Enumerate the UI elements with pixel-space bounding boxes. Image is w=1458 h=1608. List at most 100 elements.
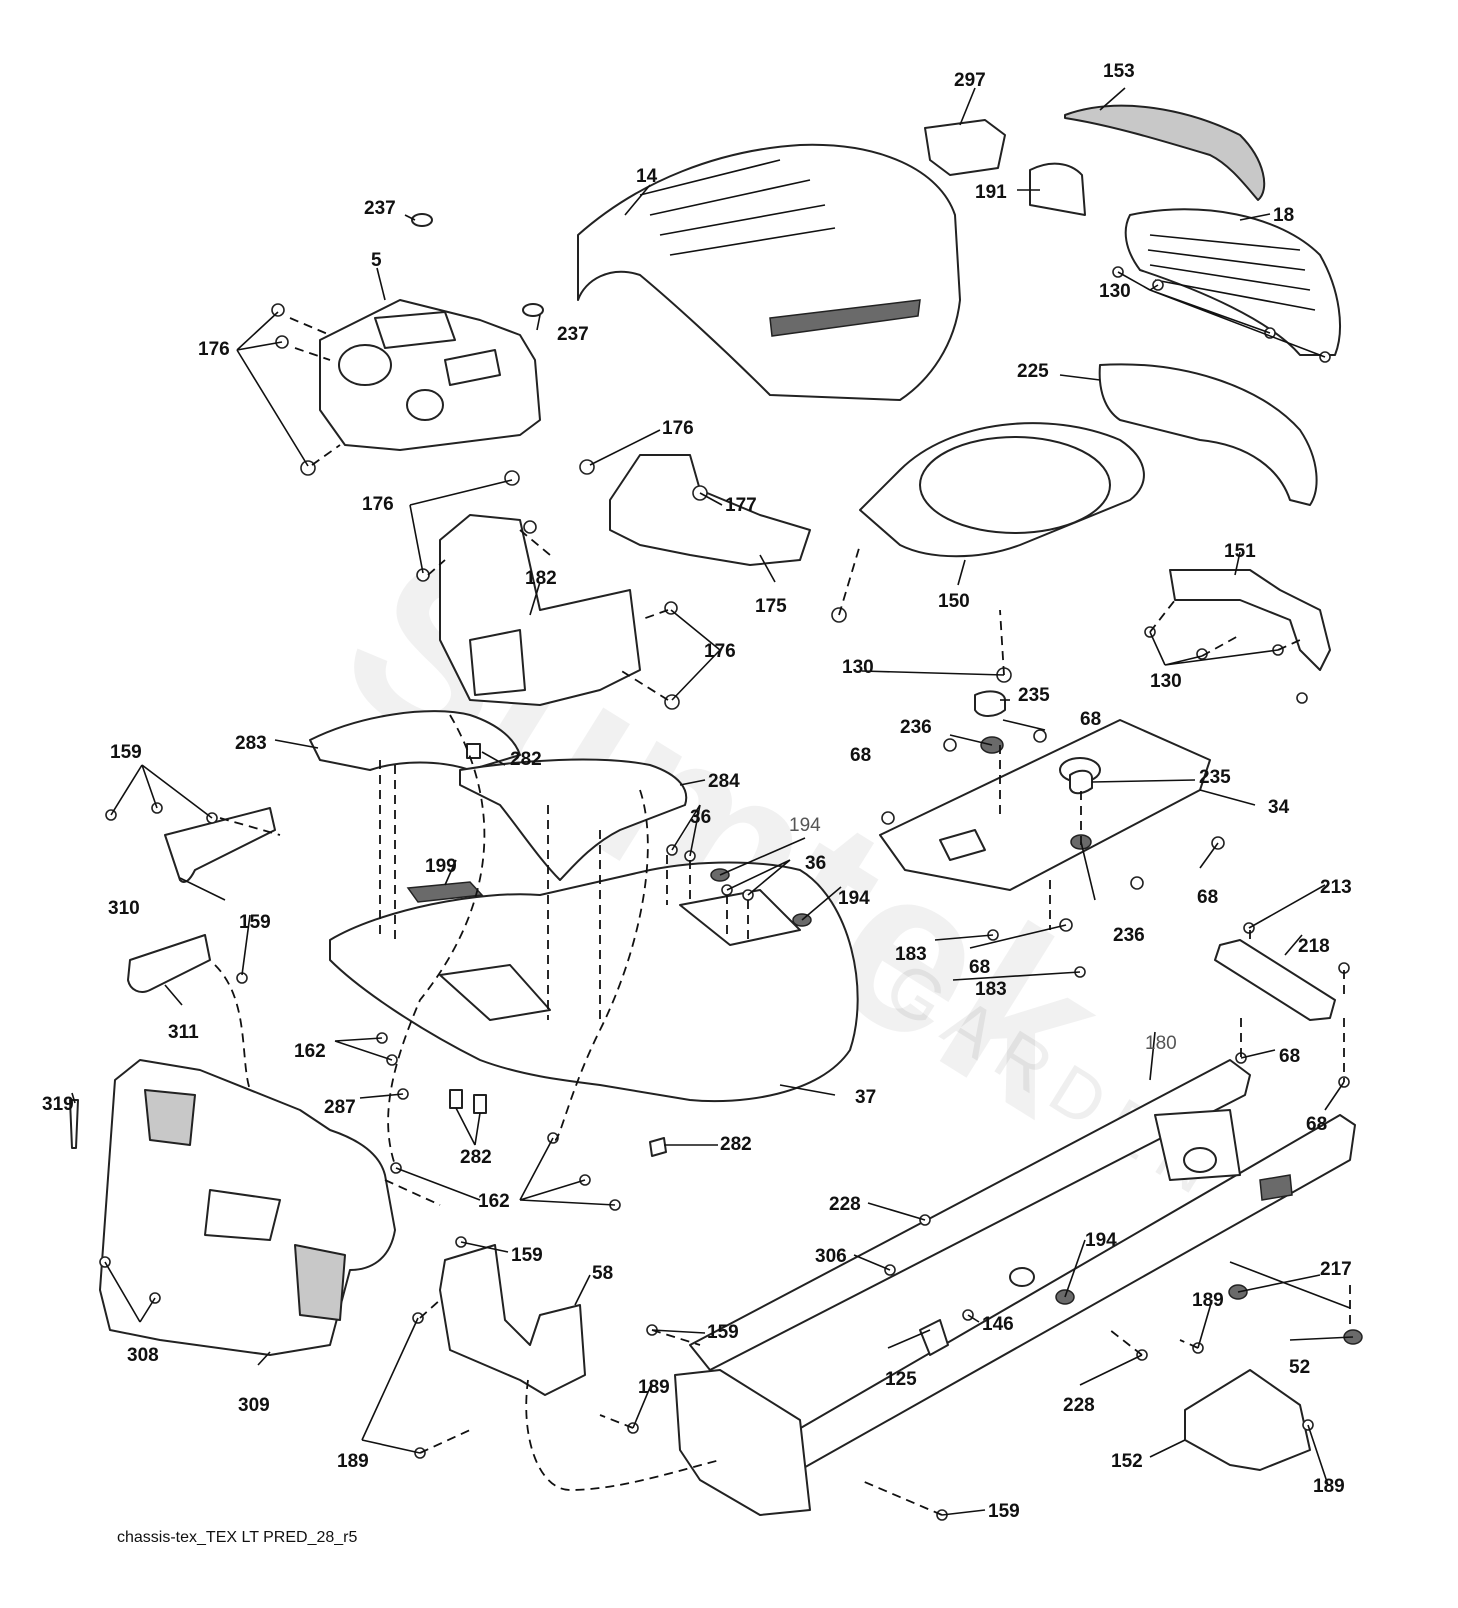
callout-label: 319 (42, 1094, 74, 1115)
callout-label: 150 (938, 591, 970, 612)
callout-label: 213 (1320, 877, 1352, 898)
callout-label: 194 (789, 815, 821, 836)
callout-label: 284 (708, 771, 740, 792)
callout-label: 176 (704, 641, 736, 662)
plate-34-part (879, 719, 1211, 891)
grommet-237b-part (522, 303, 544, 317)
lower-dash-182-part (439, 514, 641, 706)
callout-label: 236 (1113, 925, 1145, 946)
callout-label: 228 (1063, 1395, 1095, 1416)
nut-194c-part (1009, 1267, 1035, 1287)
callout-label: 130 (1150, 671, 1182, 692)
callout-label: 159 (511, 1245, 543, 1266)
part-199 (406, 881, 484, 903)
diagram-caption: chassis-tex_TEX LT PRED_28_r5 (117, 1529, 358, 1546)
block-191-part (1029, 162, 1086, 216)
callout-label: 34 (1268, 797, 1290, 818)
callout-label: 183 (975, 979, 1007, 1000)
trim-153-part (1064, 104, 1266, 201)
callout-label: 308 (127, 1345, 159, 1366)
callout-label: 235 (1018, 685, 1050, 706)
callout-label: 282 (720, 1134, 752, 1155)
callout-label: 283 (235, 733, 267, 754)
callout-label: 162 (478, 1191, 510, 1212)
bracket-125-part (919, 1319, 949, 1356)
callout-label: 282 (510, 749, 542, 770)
callout-label: 310 (108, 898, 140, 919)
callout-label: 52 (1289, 1357, 1310, 1378)
pan-150-part (859, 422, 1145, 558)
callout-label: 182 (525, 568, 557, 589)
dash-panel-5-part (319, 299, 541, 451)
callout-label: 282 (460, 1147, 492, 1168)
callout-label: 228 (829, 1194, 861, 1215)
grommet-237a-part (411, 213, 433, 227)
clip-282c-part (473, 1094, 487, 1114)
bracket-218-part (1214, 939, 1336, 1021)
callout-label: 237 (557, 324, 589, 345)
callout-label: 237 (364, 198, 396, 219)
block-297-part (924, 119, 1006, 176)
callout-label: 153 (1103, 61, 1135, 82)
bracket-175-part (609, 454, 811, 566)
callout-label: 189 (337, 1451, 369, 1472)
bracket-58-part (439, 1244, 586, 1396)
rod-217-part (1229, 1261, 1351, 1309)
callout-label: 189 (638, 1377, 670, 1398)
leader-lines (71, 87, 1354, 1516)
callout-label: 14 (636, 166, 658, 187)
callout-label: 236 (900, 717, 932, 738)
bracket-151-part (1169, 569, 1331, 671)
callout-label: 159 (110, 742, 142, 763)
callout-label: 151 (1224, 541, 1256, 562)
clip-282d-part (649, 1137, 667, 1157)
callout-label: 183 (895, 944, 927, 965)
callout-labels: 297 153 14 191 237 18 5 237 130 176 225 … (42, 61, 1352, 1522)
callout-label: 68 (1080, 709, 1101, 730)
callout-label: 175 (755, 596, 787, 617)
callout-label: 159 (707, 1322, 739, 1343)
part-shapes (69, 104, 1363, 1516)
grille-18-part (1124, 208, 1341, 356)
callout-label: 194 (1085, 1230, 1117, 1251)
part-319 (69, 1099, 79, 1149)
cover-284-part (459, 758, 688, 881)
frame-309-part (99, 1059, 396, 1356)
callout-label: 68 (850, 745, 871, 766)
callout-label: 36 (805, 853, 826, 874)
callout-label: 194 (838, 888, 870, 909)
callout-label: 125 (885, 1369, 917, 1390)
callout-label: 176 (198, 339, 230, 360)
callout-label: 189 (1313, 1476, 1345, 1497)
clip-282a-part (466, 743, 481, 759)
callout-label: 218 (1298, 936, 1330, 957)
callout-label: 146 (982, 1314, 1014, 1335)
callout-label: 36 (690, 807, 711, 828)
callout-label: 297 (954, 70, 986, 91)
callout-label: 287 (324, 1097, 356, 1118)
callout-label: 18 (1273, 205, 1294, 226)
callout-label: 159 (988, 1501, 1020, 1522)
callout-label: 37 (855, 1087, 876, 1108)
callout-label: 159 (239, 912, 271, 933)
callout-label: 130 (842, 657, 874, 678)
callout-label: 68 (1197, 887, 1218, 908)
cover-152-part (1184, 1369, 1311, 1471)
callout-label: 189 (1192, 1290, 1224, 1311)
callout-label: 177 (725, 495, 757, 516)
callout-label: 176 (662, 418, 694, 439)
callout-label: 311 (168, 1022, 199, 1043)
bracket-310-part (164, 807, 276, 883)
spacer-235b-part (1069, 769, 1093, 795)
callout-label: 306 (815, 1246, 847, 1267)
callout-label: 162 (294, 1041, 326, 1062)
callout-label: 309 (238, 1395, 270, 1416)
callout-label: 217 (1320, 1259, 1352, 1280)
clip-282b-part (449, 1089, 463, 1109)
callout-label: 68 (969, 957, 990, 978)
hood-part (577, 143, 961, 401)
callout-label: 68 (1279, 1046, 1300, 1067)
callout-label: 58 (592, 1263, 613, 1284)
callout-label: 199 (425, 856, 457, 877)
